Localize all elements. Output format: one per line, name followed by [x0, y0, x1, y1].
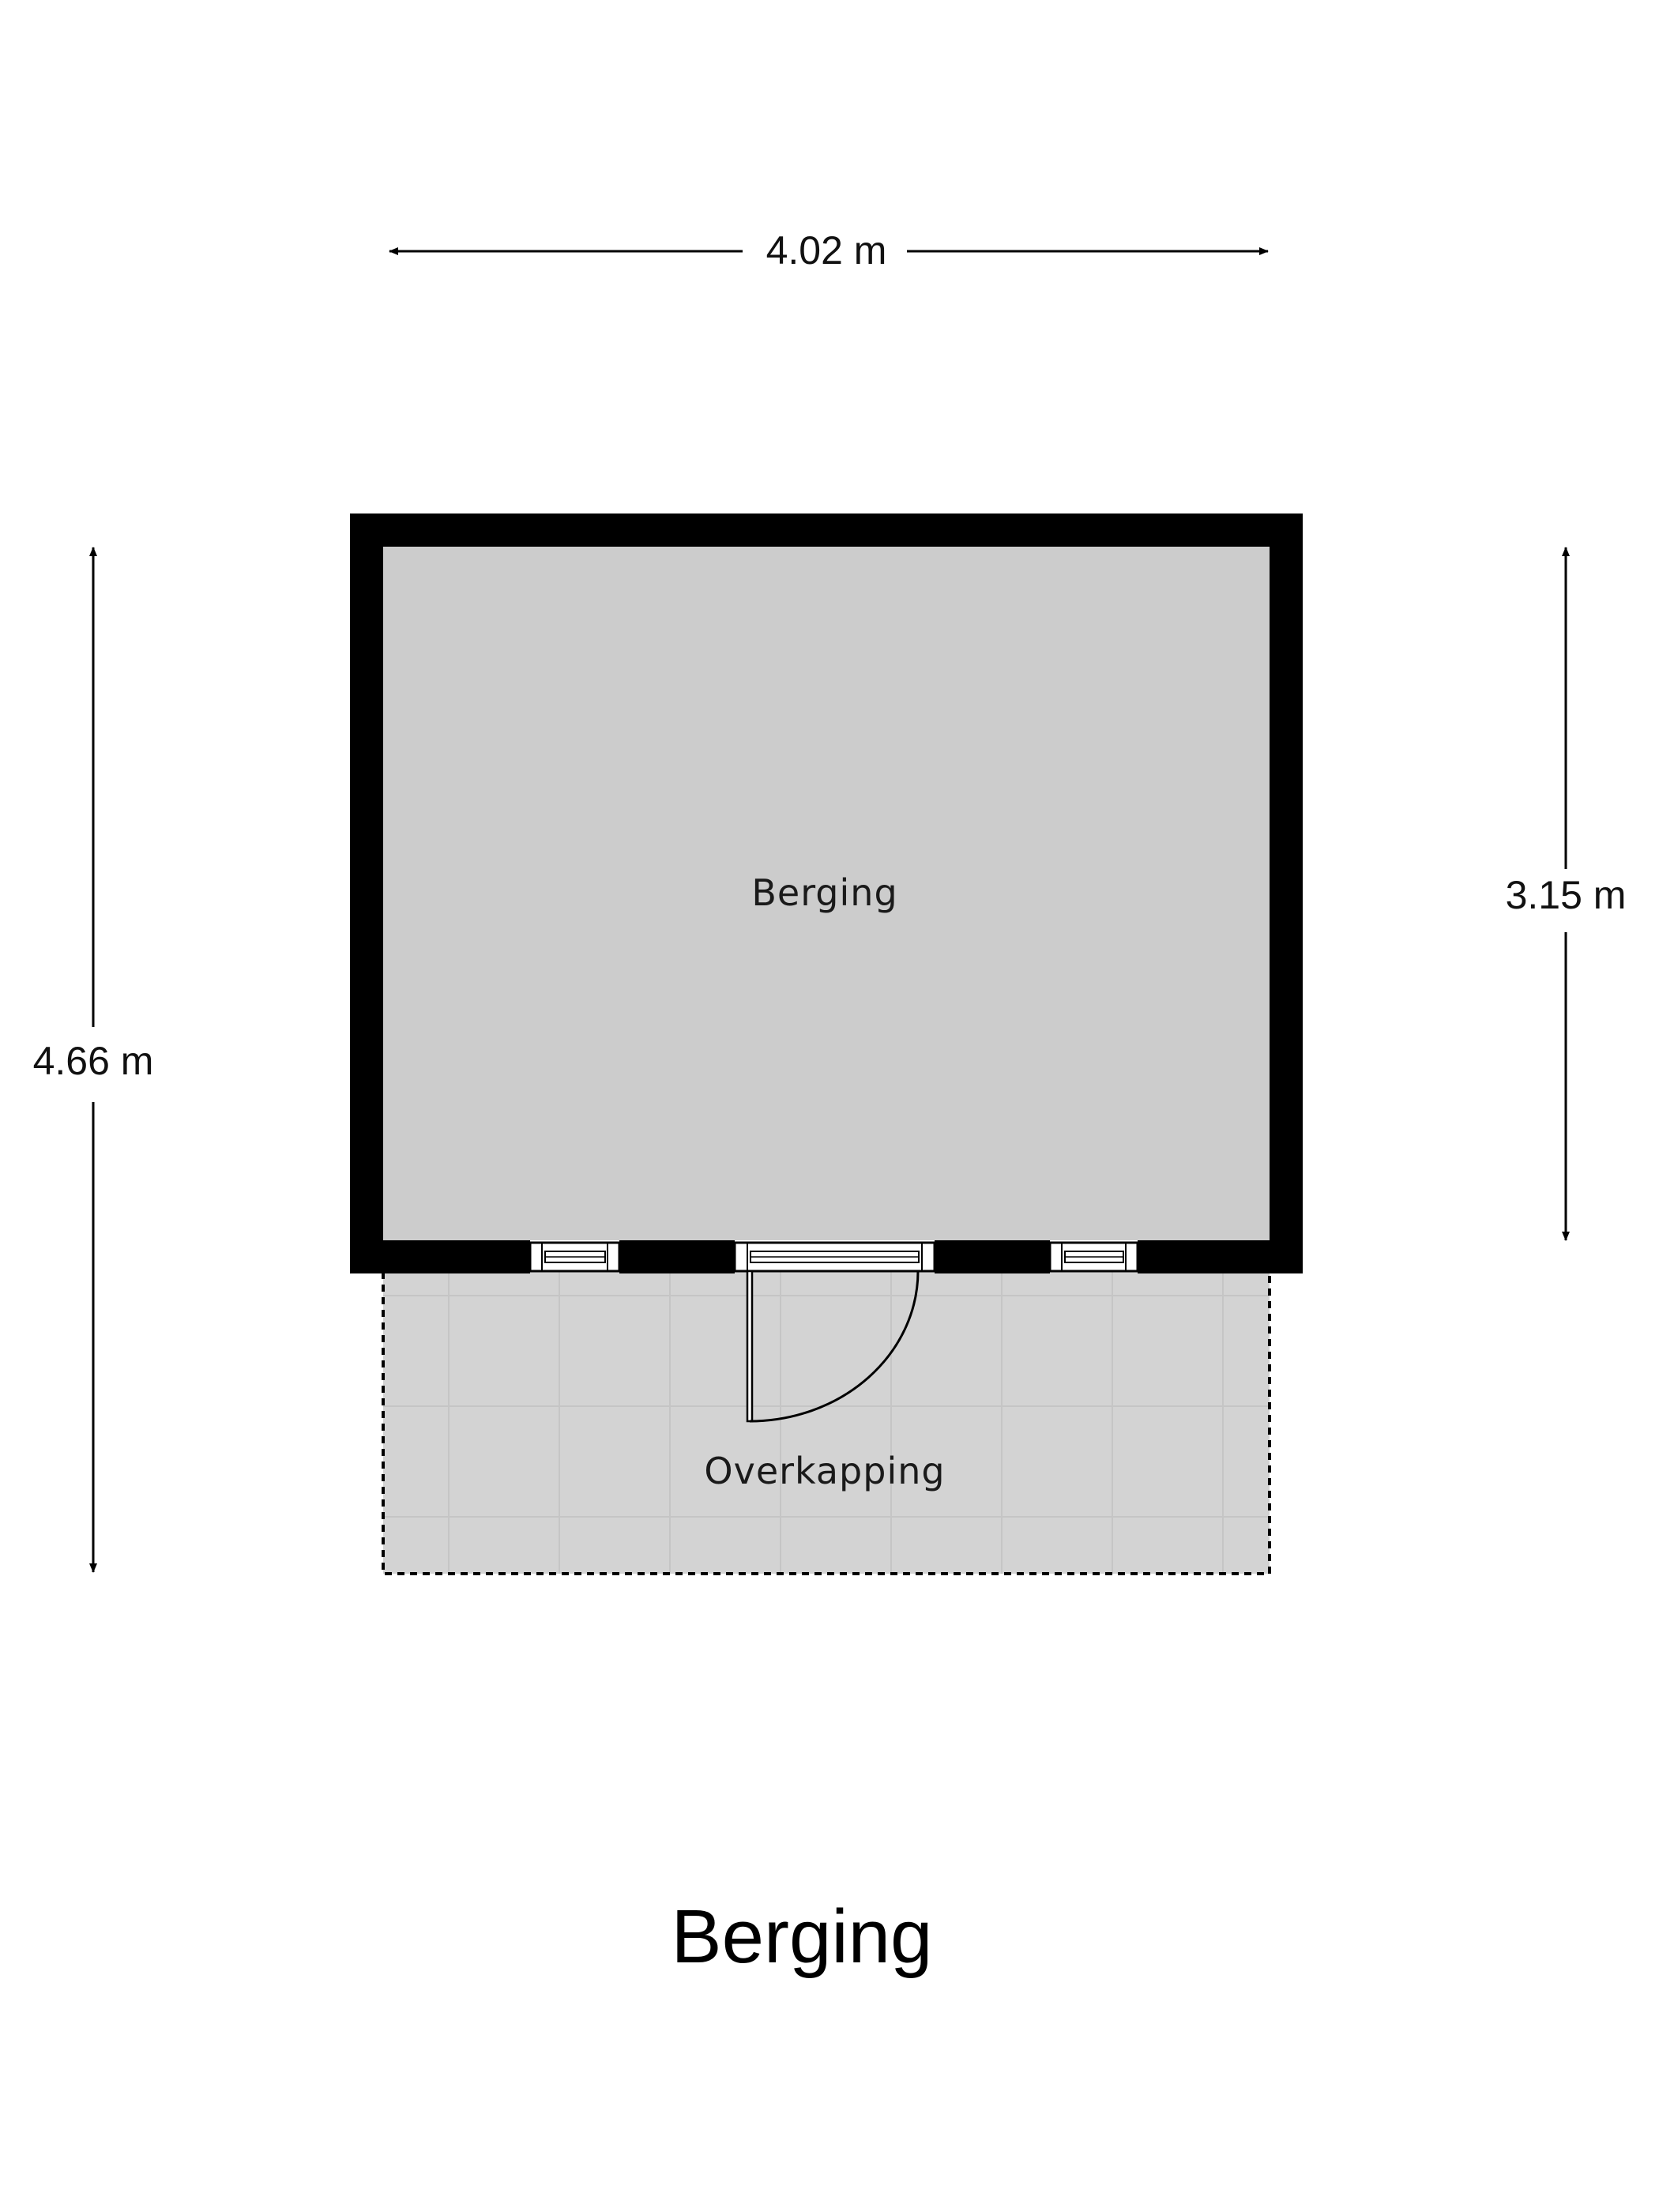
- wall-bottom-segment-2: [619, 1240, 735, 1273]
- door-leaf: [746, 1270, 754, 1423]
- dimension-height-left-label: 4.66 m: [33, 1039, 154, 1083]
- dimension-height-right-label: 3.15 m: [1506, 873, 1627, 917]
- room-label-covered-area: Overkapping: [704, 1450, 945, 1492]
- storage-room: [350, 514, 1303, 1423]
- storage-room-floor: [382, 545, 1271, 1240]
- door-frame: [733, 1241, 936, 1273]
- floor-tiles-grid: [383, 1272, 1270, 1574]
- dimension-height-left: 4.66 m: [33, 547, 154, 1573]
- wall-bottom-segment-3: [935, 1240, 1050, 1273]
- wall-bottom-segment-1: [350, 1240, 530, 1273]
- dimension-height-right: 3.15 m: [1506, 547, 1627, 1241]
- covered-area: [382, 1272, 1271, 1575]
- plan-title: Berging: [672, 1894, 933, 1979]
- door-swing: [746, 1270, 920, 1423]
- window-right: [1048, 1241, 1139, 1273]
- window-left: [529, 1241, 621, 1273]
- wall-left: [350, 514, 383, 1273]
- wall-top: [350, 514, 1303, 547]
- wall-right: [1270, 514, 1303, 1273]
- wall-bottom-segment-4: [1138, 1240, 1303, 1273]
- covered-area-floor: [383, 1272, 1270, 1574]
- room-label-storage: Berging: [751, 871, 897, 914]
- door-swing-arc: [749, 1270, 920, 1423]
- dimension-width: 4.02 m: [389, 228, 1269, 273]
- walls: [350, 514, 1303, 1273]
- dimension-width-label: 4.02 m: [766, 228, 887, 273]
